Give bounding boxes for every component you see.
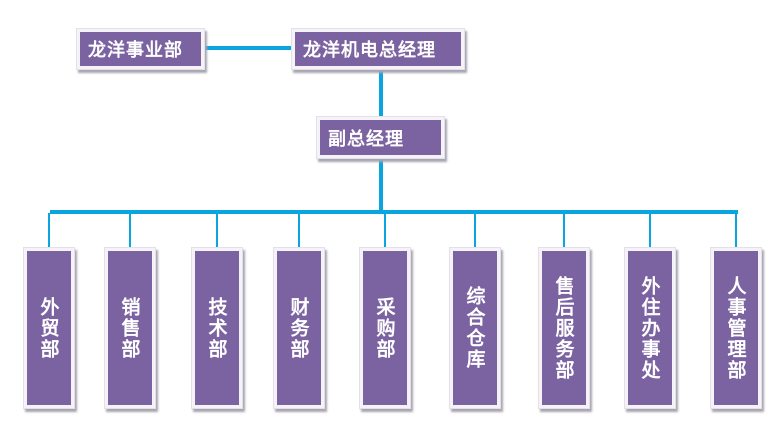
deputy-manager-label: 副总经理 bbox=[320, 120, 441, 155]
department-box: 外住办事处 bbox=[628, 251, 672, 405]
department-label: 外贸部 bbox=[37, 296, 60, 360]
department-node: 财务部 bbox=[273, 247, 325, 409]
department-node: 外住办事处 bbox=[624, 247, 676, 409]
department-bus-line bbox=[50, 210, 738, 214]
connector-deputy-bus bbox=[379, 159, 383, 213]
general-manager-node: 龙洋机电总经理 bbox=[291, 28, 465, 70]
division-node: 龙洋事业部 bbox=[76, 28, 205, 70]
department-connector bbox=[735, 213, 737, 248]
department-label: 采购部 bbox=[373, 296, 396, 360]
department-connector bbox=[216, 213, 218, 248]
department-node: 技术部 bbox=[191, 247, 243, 409]
department-label: 财务部 bbox=[287, 296, 310, 360]
department-box: 售后服务部 bbox=[542, 251, 586, 405]
department-node: 销售部 bbox=[104, 247, 156, 409]
deputy-manager-node: 副总经理 bbox=[316, 116, 445, 159]
department-node: 综合仓库 bbox=[449, 247, 501, 409]
department-label: 综合仓库 bbox=[463, 286, 486, 370]
department-connector bbox=[649, 213, 651, 248]
department-box: 综合仓库 bbox=[453, 251, 497, 405]
department-connector bbox=[48, 213, 50, 248]
department-box: 财务部 bbox=[277, 251, 321, 405]
department-node: 人事管理部 bbox=[710, 247, 762, 409]
department-node: 外贸部 bbox=[23, 247, 75, 409]
department-label: 售后服务部 bbox=[552, 275, 575, 381]
connector-division-gm bbox=[204, 46, 292, 50]
general-manager-label: 龙洋机电总经理 bbox=[295, 32, 461, 66]
department-box: 人事管理部 bbox=[714, 251, 758, 405]
department-connector bbox=[298, 213, 300, 248]
department-box: 销售部 bbox=[108, 251, 152, 405]
department-label: 人事管理部 bbox=[724, 275, 747, 381]
department-connector bbox=[563, 213, 565, 248]
department-connector bbox=[384, 213, 386, 248]
department-label: 销售部 bbox=[118, 296, 141, 360]
department-box: 外贸部 bbox=[27, 251, 71, 405]
department-label: 技术部 bbox=[205, 296, 228, 360]
department-connector bbox=[129, 213, 131, 248]
department-connector bbox=[474, 213, 476, 248]
department-box: 采购部 bbox=[363, 251, 407, 405]
division-label: 龙洋事业部 bbox=[80, 32, 201, 66]
connector-gm-deputy bbox=[379, 70, 383, 117]
department-box: 技术部 bbox=[195, 251, 239, 405]
department-label: 外住办事处 bbox=[638, 275, 661, 381]
department-node: 售后服务部 bbox=[538, 247, 590, 409]
department-node: 采购部 bbox=[359, 247, 411, 409]
